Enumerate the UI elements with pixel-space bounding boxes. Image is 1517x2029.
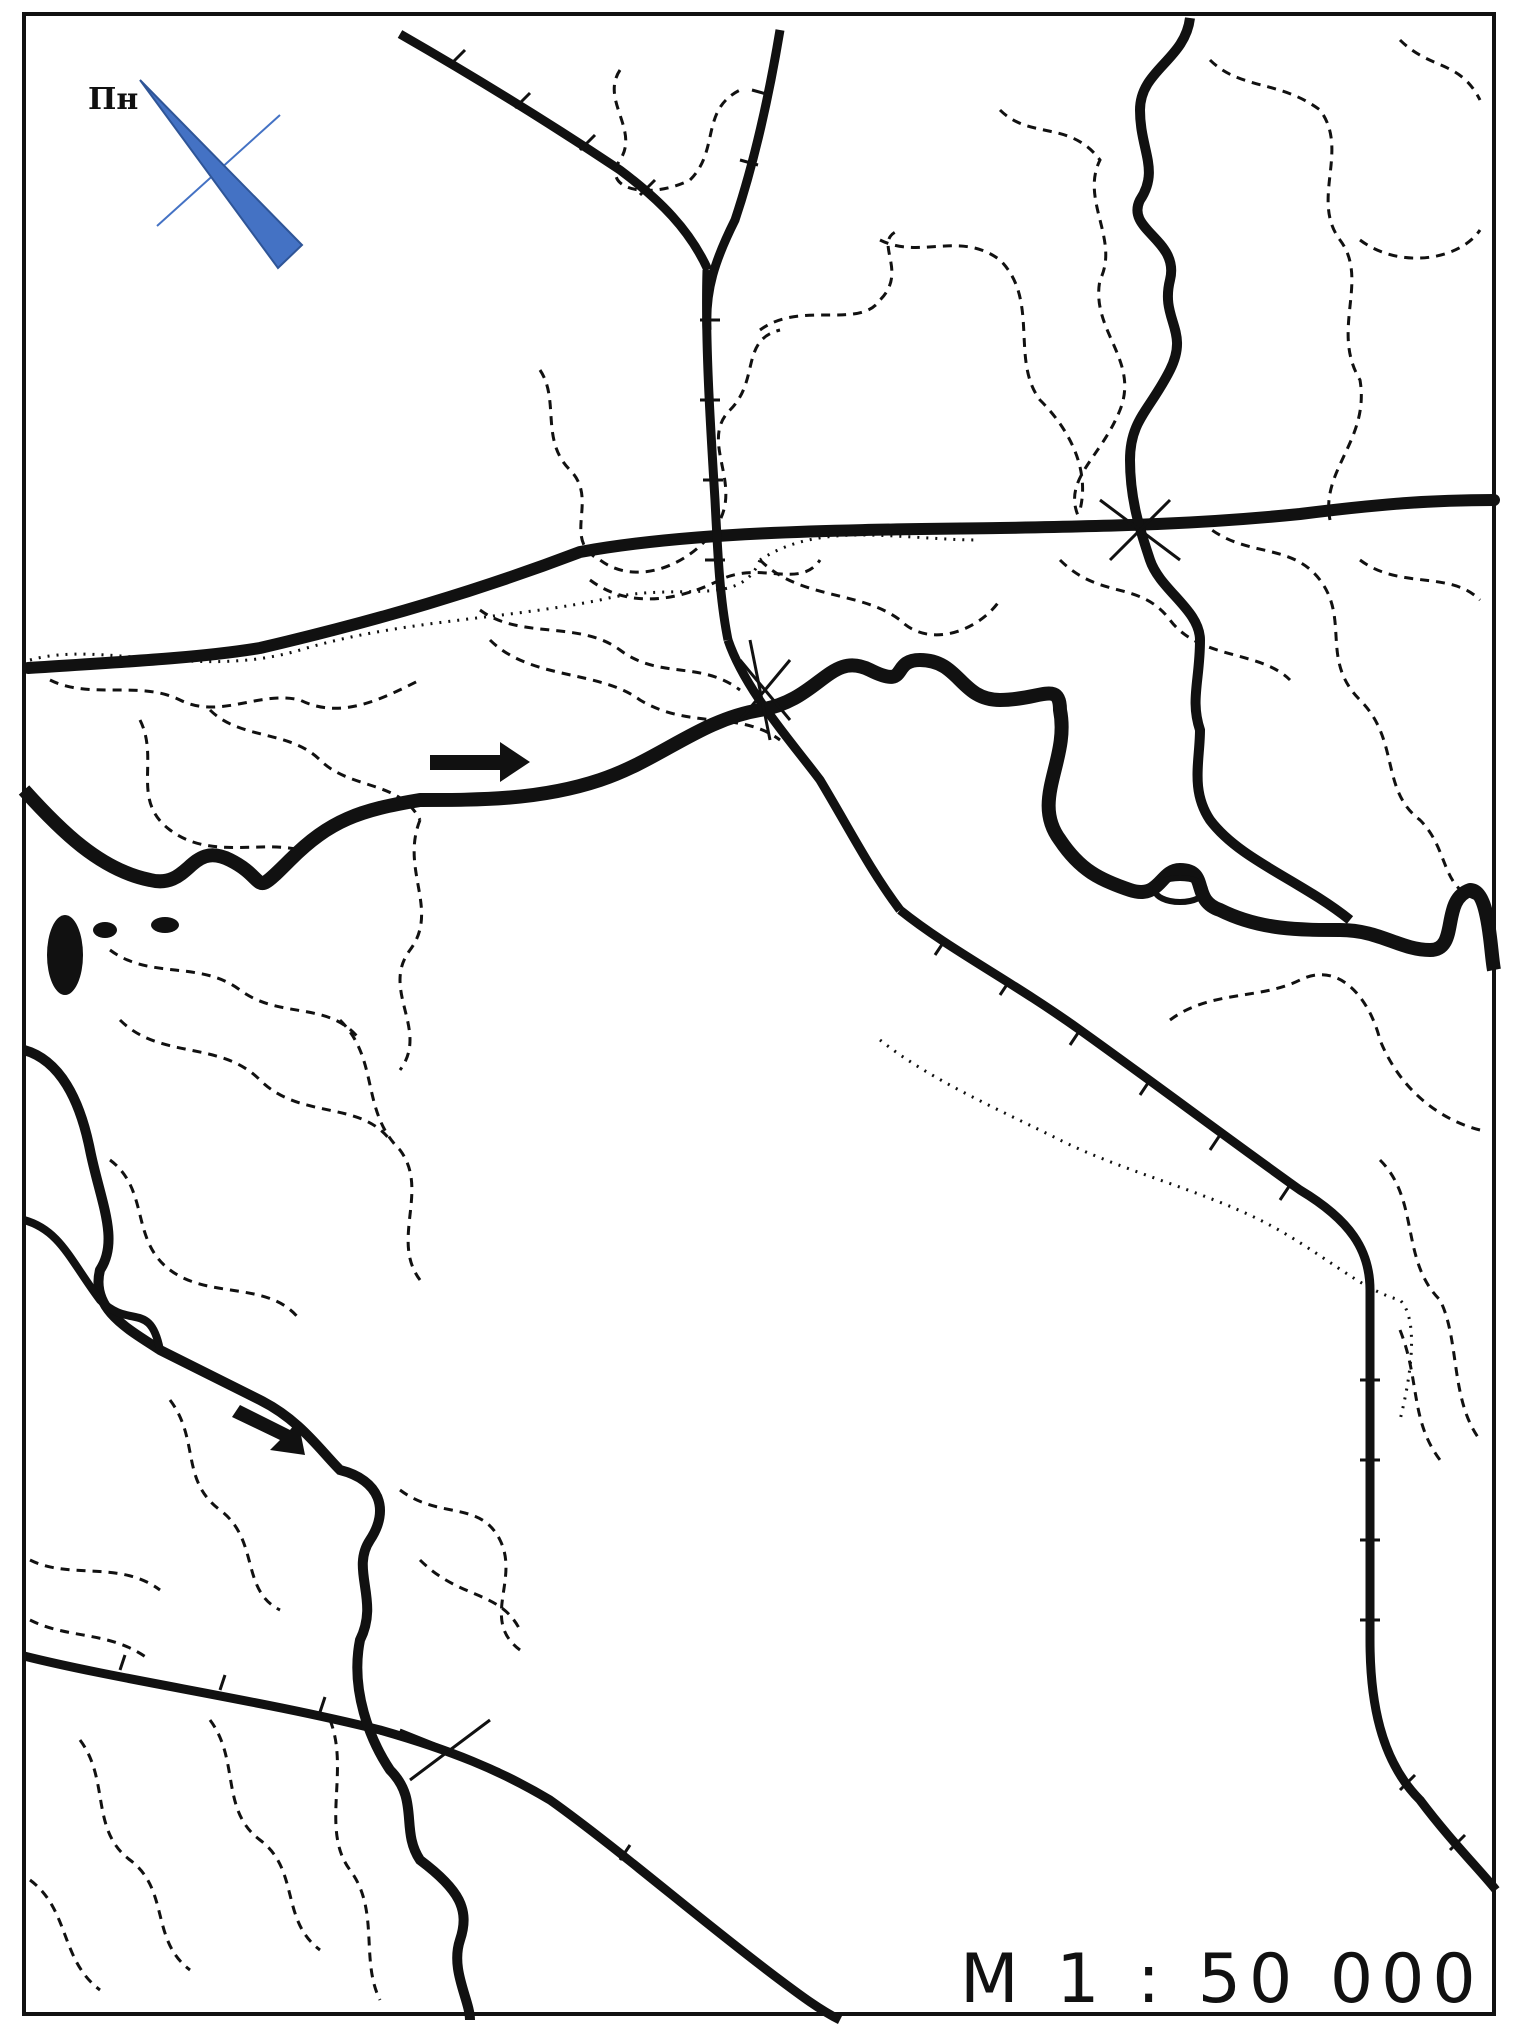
contour-lines: [29, 38, 1482, 2001]
railway-south-west: [22, 1651, 843, 2025]
lake-marks: [47, 915, 179, 995]
railway-north: [397, 29, 904, 913]
railway-south-east: [897, 906, 1500, 1893]
river-east-tributary: [1124, 17, 1354, 924]
railway-ticks: [118, 48, 1467, 1861]
map-scale: М 1 : 50 000: [960, 1940, 1484, 2019]
bridge-icons: [399, 498, 1181, 1782]
highway-east-west: [22, 494, 1500, 674]
river-west-tributary: [22, 1045, 475, 2021]
river-island: [1152, 875, 1208, 905]
north-label: Пн: [88, 82, 139, 117]
map-frame: [22, 12, 1496, 2016]
flow-arrow-icon: [232, 742, 530, 1455]
index-contours: [29, 533, 1414, 1421]
river-west-branch: [22, 1216, 164, 1351]
river-main: [18, 653, 1501, 972]
north-arrow-icon: [139, 79, 304, 270]
